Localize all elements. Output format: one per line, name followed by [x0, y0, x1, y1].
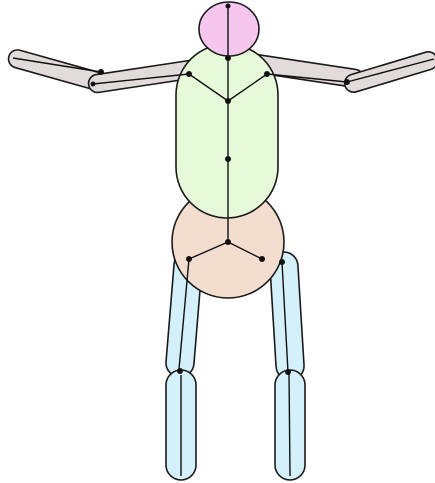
joint-right-thigh-top — [279, 259, 285, 265]
joint-neck — [225, 55, 231, 61]
joint-left-wrist — [91, 82, 96, 87]
bone-right-shin — [289, 372, 290, 476]
joint-right-shoulder — [264, 71, 270, 77]
head — [199, 2, 259, 56]
joint-head-top — [226, 4, 231, 9]
joint-right-hip — [259, 256, 265, 262]
joint-left-shoulder — [186, 71, 192, 77]
joint-pelvis-center — [225, 239, 231, 245]
joint-right-elbow — [344, 79, 350, 85]
joint-left-knee — [177, 368, 183, 374]
joint-right-knee — [285, 369, 291, 375]
joint-left-elbow — [98, 69, 104, 75]
joint-chest — [225, 98, 231, 104]
joint-left-hip — [186, 256, 192, 262]
joint-spine — [225, 156, 231, 162]
torso — [176, 44, 278, 218]
